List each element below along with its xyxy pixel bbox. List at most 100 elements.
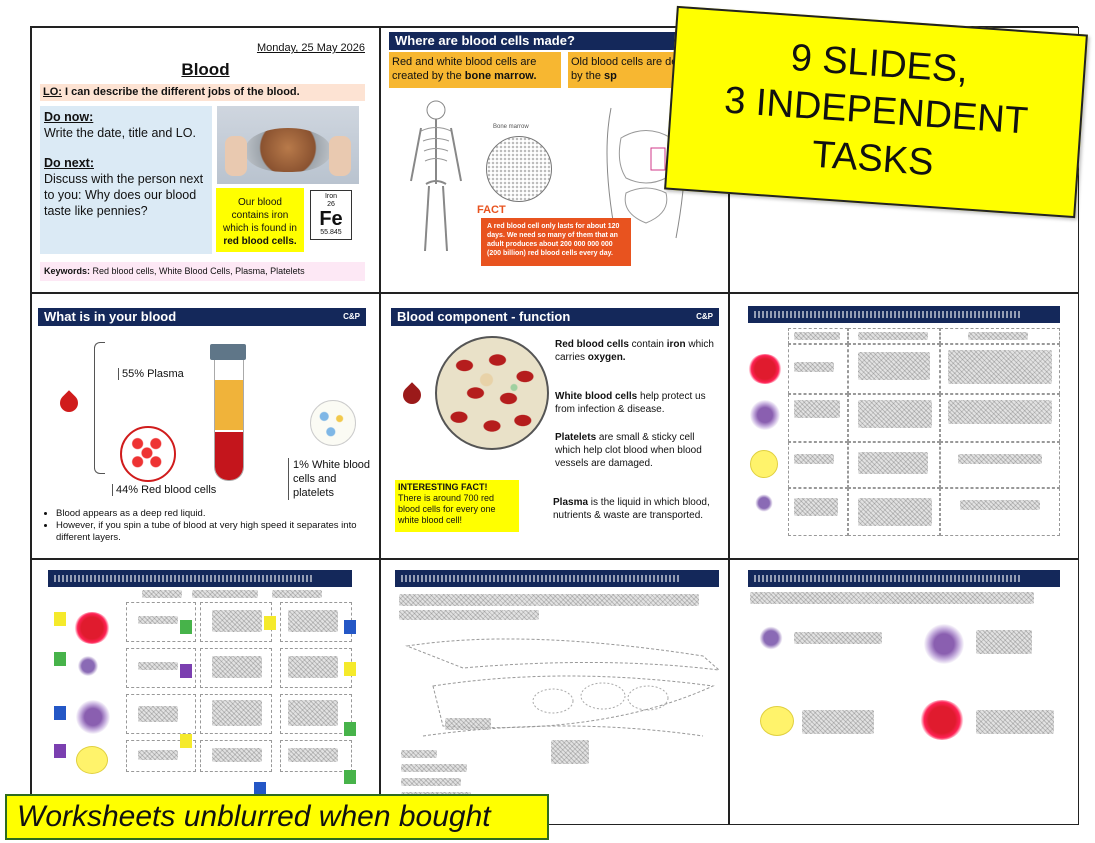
spleen-bold: sp	[604, 70, 617, 82]
bone-marrow-bold: bone marrow.	[464, 70, 537, 82]
slide-4[interactable]: What is in your blood C&P 55% Plasma 44%…	[31, 293, 380, 559]
element-number: 26	[327, 201, 335, 208]
slide-tag: C&P	[343, 312, 360, 321]
plasma-icon	[750, 450, 778, 478]
iron-note-text: Our blood contains iron which is found i…	[223, 197, 297, 234]
keywords-box: Keywords: Red blood cells, White Blood C…	[40, 262, 365, 281]
rbc-iron: iron	[666, 339, 686, 350]
slide-1[interactable]: Monday, 25 May 2026 Blood LO: I can desc…	[31, 27, 380, 293]
white-cell-icon	[76, 700, 110, 734]
blurred-question	[750, 592, 1034, 604]
slide-header: What is in your blood C&P	[38, 308, 366, 326]
red-cell-icon	[920, 700, 964, 740]
slide-title: Blood	[181, 60, 230, 79]
fact-title: INTERESTING FACT!	[398, 482, 488, 492]
bullet-item: However, if you spin a tube of blood at …	[56, 520, 366, 544]
colour-code-square	[344, 620, 356, 634]
element-symbol: Fe	[319, 208, 343, 230]
unblur-banner: Worksheets unblurred when bought	[5, 794, 549, 840]
slide-header: Where are blood cells made?	[389, 32, 722, 50]
task-box: Do now: Write the date, title and LO. Do…	[40, 106, 212, 254]
iron-note-bold: red blood cells.	[223, 236, 297, 247]
keywords-text: Red blood cells, White Blood Cells, Plas…	[90, 266, 305, 276]
platelets-bold: Platelets	[555, 432, 597, 443]
brace	[94, 342, 105, 474]
fact-text: There is around 700 red blood cells for …	[398, 493, 496, 525]
plasma-label: 55% Plasma	[118, 368, 184, 380]
slide-date: Monday, 25 May 2026	[256, 42, 365, 54]
plasma-description: Plasma is the liquid in which blood, nut…	[553, 496, 719, 522]
do-next-label: Do next:	[44, 156, 94, 170]
blurred-answer	[976, 630, 1032, 654]
blurred-answer	[802, 710, 874, 734]
rbc-oxygen: oxygen.	[587, 352, 626, 363]
blood-cells-zoom	[435, 336, 549, 450]
colour-code-square	[344, 722, 356, 736]
red-cell-icon	[74, 612, 110, 644]
platelets-description: Platelets are small & sticky cell which …	[555, 431, 721, 470]
blurred-answer	[976, 710, 1054, 734]
slide-header-title: Where are blood cells made?	[395, 33, 575, 48]
rbc-bold: Red blood cells	[555, 339, 629, 350]
interesting-fact-box: INTERESTING FACT! There is around 700 re…	[395, 480, 519, 532]
lo-box: LO: I can describe the different jobs of…	[40, 84, 365, 101]
bone-marrow-box: Red and white blood cells are created by…	[389, 52, 561, 88]
slide-9[interactable]	[729, 559, 1079, 825]
platelet-icon	[754, 494, 774, 512]
blurred-column-heading	[192, 590, 258, 598]
wbc-bold: White blood cells	[555, 391, 638, 402]
red-cells-label: 44% Red blood cells	[112, 484, 216, 496]
colour-code-square	[54, 744, 66, 758]
white-cells-zoom	[310, 400, 356, 446]
slide-header-title: What is in your blood	[44, 309, 177, 324]
skeleton-illustration	[410, 100, 462, 252]
blurred-column-heading	[272, 590, 322, 598]
colour-code-square	[54, 706, 66, 720]
white-cells-label: 1% White blood cells and platelets	[288, 458, 373, 500]
iron-note: Our blood contains iron which is found i…	[216, 188, 304, 252]
element-mass: 55.845	[320, 229, 342, 236]
plasma-icon	[760, 706, 794, 736]
colour-code-square	[344, 662, 356, 676]
slide-grid: Monday, 25 May 2026 Blood LO: I can desc…	[30, 26, 1079, 825]
do-now-label: Do now:	[44, 110, 94, 124]
bone-marrow-zoom	[486, 136, 552, 202]
test-tube	[210, 344, 246, 484]
bullet-list: Blood appears as a deep red liquid. Howe…	[38, 508, 366, 544]
colour-code-square	[180, 734, 192, 748]
blurred-header	[748, 306, 1060, 323]
plasma-icon	[76, 746, 108, 774]
colour-code-square	[180, 664, 192, 678]
slide-8[interactable]	[380, 559, 729, 825]
element-name: Iron	[324, 193, 338, 200]
blurred-label	[445, 718, 491, 730]
blurred-label	[551, 740, 589, 764]
red-cells-zoom	[120, 426, 176, 482]
slide-5[interactable]: Blood component - function C&P Red blood…	[380, 293, 729, 559]
bone-marrow-label: Bone marrow	[493, 124, 529, 130]
colour-code-square	[54, 612, 66, 626]
rbc-mid: contain	[628, 339, 667, 350]
rbc-rest: which carries	[555, 339, 714, 363]
colour-code-square	[254, 782, 266, 796]
do-now-text: Write the date, title and LO.	[44, 126, 196, 140]
rbc-description: Red blood cells contain iron which carri…	[555, 338, 721, 364]
blurred-instructions	[399, 610, 539, 620]
blurred-header	[395, 570, 719, 587]
platelets-rest: are small & sticky cell which help clot …	[555, 432, 702, 469]
blood-vessel-diagram	[405, 638, 721, 737]
colour-code-square	[264, 616, 276, 630]
blurred-key	[401, 778, 461, 786]
keywords-label: Keywords:	[44, 266, 91, 276]
blurred-key	[401, 750, 437, 758]
fact-box: FACT A red blood cell only lasts for abo…	[477, 204, 631, 266]
slide-6[interactable]	[729, 293, 1079, 559]
wbc-description: White blood cells help protect us from i…	[555, 390, 721, 416]
blurred-table	[788, 328, 1060, 538]
blood-drop-icon	[56, 390, 82, 416]
slide-header-title: Blood component - function	[397, 309, 571, 324]
stamp-line-3: TASKS	[810, 133, 935, 184]
slide-7[interactable]	[31, 559, 380, 825]
white-cell-icon	[750, 400, 780, 430]
plasma-bold: Plasma	[553, 497, 589, 508]
